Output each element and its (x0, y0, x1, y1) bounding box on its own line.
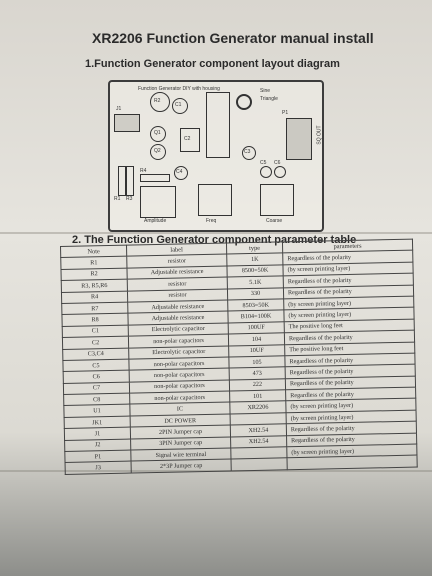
pcb-label-q2: Q2 (154, 148, 161, 154)
cell-note: J3 (65, 461, 132, 475)
resistor-r1 (118, 166, 126, 196)
pcb-label-j1: J1 (116, 106, 122, 112)
transistor-q1 (150, 126, 166, 142)
cell-parameters (286, 455, 418, 470)
pcb-label-c5: C5 (260, 160, 267, 166)
trimmer-pot-r7 (236, 94, 252, 110)
trimmer-pot-r2 (150, 92, 170, 112)
pcb-label-c3: C3 (244, 149, 251, 155)
pcb-label-c1: C1 (175, 102, 182, 108)
pcb-label-c4: C4 (176, 169, 183, 175)
pcb-label-r1: R1 (114, 196, 121, 202)
transistor-q2 (150, 144, 166, 160)
capacitor-c2 (180, 128, 200, 152)
capacitor-c4 (174, 166, 188, 180)
pcb-label-q1: Q1 (154, 130, 161, 136)
cell-label: 2*3P Jumper cap (131, 459, 232, 473)
pcb-label-triangle: Triangle (260, 96, 278, 102)
pcb-header-label: Function Generator DIY with housing (138, 86, 220, 92)
component-parameter-table: Note label type parameters R1 resistor 1… (60, 239, 418, 475)
pcb-label-c2: C2 (184, 136, 191, 142)
pcb-label-r4: R4 (140, 168, 147, 174)
pcb-label-r3: R3 (126, 196, 133, 202)
pcb-label-c6: C6 (274, 160, 281, 166)
pcb-label-amplitude: Amplitude (144, 218, 167, 224)
paper-fold-line (0, 232, 432, 234)
capacitor-c3 (242, 146, 256, 160)
pcb-label-coarse: Coarse (266, 218, 283, 224)
dc-power-jack (114, 114, 140, 132)
capacitor-c1 (172, 98, 188, 114)
pcb-label-sine: Sine (260, 88, 271, 94)
resistor-r3 (126, 166, 134, 196)
pcb-layout-diagram: Function Generator DIY with housing J1 R… (108, 80, 324, 232)
paper-fold-line (0, 470, 432, 472)
resistor-r4 (140, 174, 170, 182)
ic-u1-socket (206, 92, 230, 158)
signal-terminal-p1 (286, 118, 312, 160)
section-heading-layout: 1.Function Generator component layout di… (85, 58, 340, 70)
document-title: XR2206 Function Generator manual install (92, 30, 374, 46)
pcb-label-r2: R2 (154, 98, 161, 104)
potentiometer-amplitude (140, 186, 176, 218)
pcb-label-freq: Freq (206, 218, 217, 224)
potentiometer-coarse (260, 184, 294, 216)
potentiometer-freq (198, 184, 232, 216)
section-heading-table: 2. The Function Generator component para… (72, 234, 357, 246)
capacitor-c6 (274, 166, 286, 178)
cell-type (231, 458, 288, 471)
pcb-label-out: SQ OUT (316, 125, 323, 145)
pcb-label-p1: P1 (282, 110, 289, 116)
capacitor-c5 (260, 166, 272, 178)
